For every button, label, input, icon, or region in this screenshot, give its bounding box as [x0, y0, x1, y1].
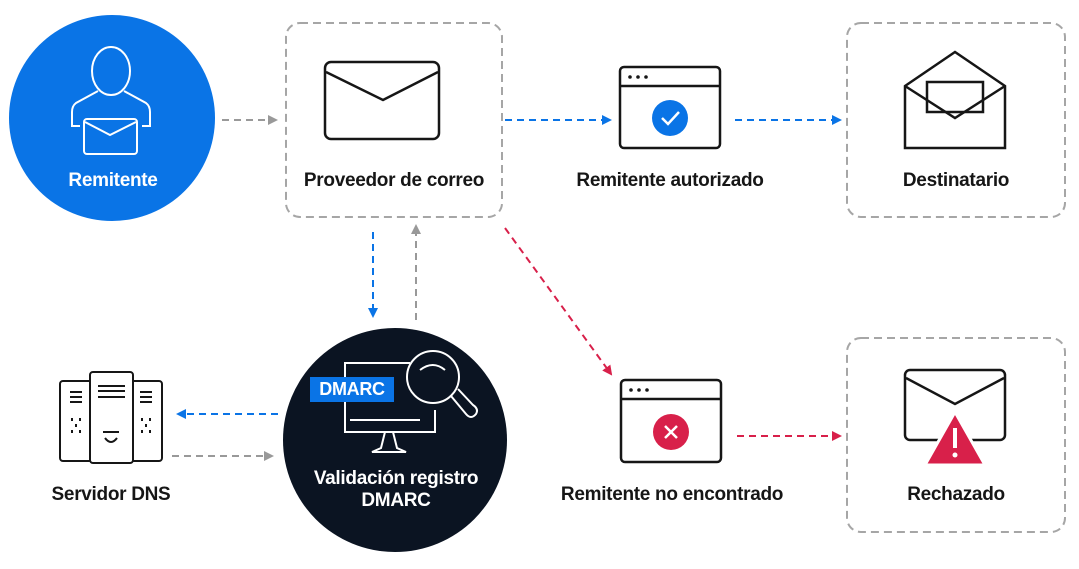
sender-node — [9, 15, 215, 221]
sender-label: Remitente — [68, 170, 158, 191]
dmarc-label: Validación registro DMARC — [313, 468, 479, 512]
authorized-label: Remitente autorizado — [576, 170, 764, 191]
rejected-label: Rechazado — [907, 484, 1005, 505]
provider-node — [285, 22, 503, 218]
rejected-node — [846, 337, 1066, 533]
dmarc-badge-text: DMARC — [319, 379, 385, 399]
monitor-magnifier-icon — [344, 350, 478, 453]
envelope-icon — [323, 60, 441, 141]
server-icon — [59, 371, 163, 464]
browser-x-icon — [619, 378, 723, 464]
envelope-warning-icon — [903, 368, 1007, 467]
dmarc-node — [283, 328, 507, 552]
dmarc-label-line1: Validación registro — [313, 468, 479, 489]
not-found-label: Remitente no encontrado — [560, 484, 784, 505]
browser-check-icon — [618, 65, 722, 150]
dns-label: Servidor DNS — [51, 484, 171, 505]
provider-label: Proveedor de correo — [303, 170, 485, 191]
dmarc-badge — [310, 377, 394, 402]
recipient-label: Destinatario — [902, 170, 1010, 191]
recipient-node — [846, 22, 1066, 218]
open-envelope-icon — [903, 50, 1007, 150]
arrow-provider-to-not-found — [504, 227, 613, 376]
dmarc-label-line2: DMARC — [361, 490, 431, 511]
user-with-envelope-icon — [71, 46, 151, 155]
